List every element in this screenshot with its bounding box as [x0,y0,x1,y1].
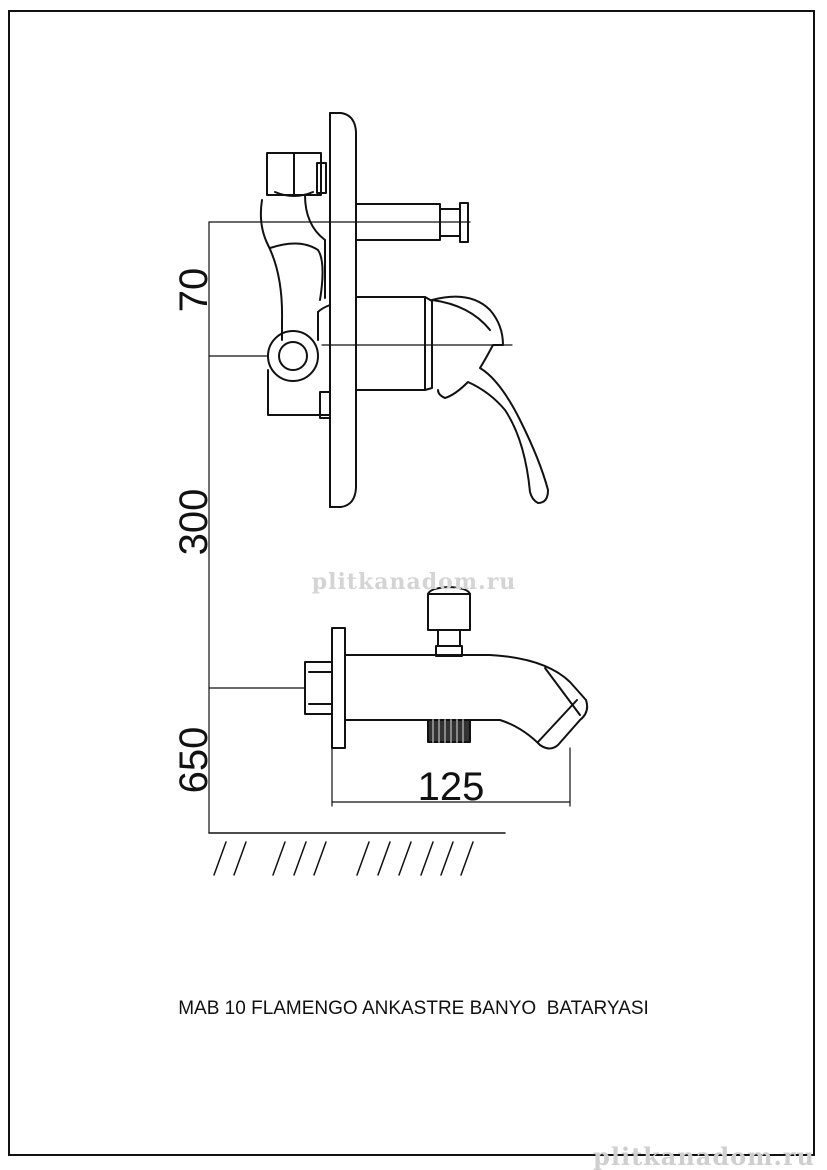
horizontal-dimension-125 [331,747,571,807]
mixer-cover-plate [329,112,357,508]
diverter-pull-button [427,586,471,657]
mixer-centerlines [267,221,513,346]
dimension-70: 70 [172,268,216,313]
spout-wall-flange [304,627,346,749]
mixer-body [259,194,331,419]
dimension-125: 125 [418,765,485,809]
floor-hatching [213,841,474,876]
vertical-dimension-line [208,221,306,834]
mixer-cartridge-housing [267,296,433,391]
diverter-knob [266,152,327,197]
dimension-650: 650 [172,727,216,794]
mixer-lever-handle [431,295,549,504]
watermark-bottom: plitkanadom.ru [593,1142,815,1170]
spout-body [344,654,589,750]
watermark-center: plitkanadom.ru [312,569,517,595]
product-caption: MAB 10 FLAMENGO ANKASTRE BANYO BATARYASI [178,998,649,1019]
dimension-300: 300 [172,489,216,556]
drawing-border [8,10,815,1156]
spout-threaded-connector [427,719,471,743]
